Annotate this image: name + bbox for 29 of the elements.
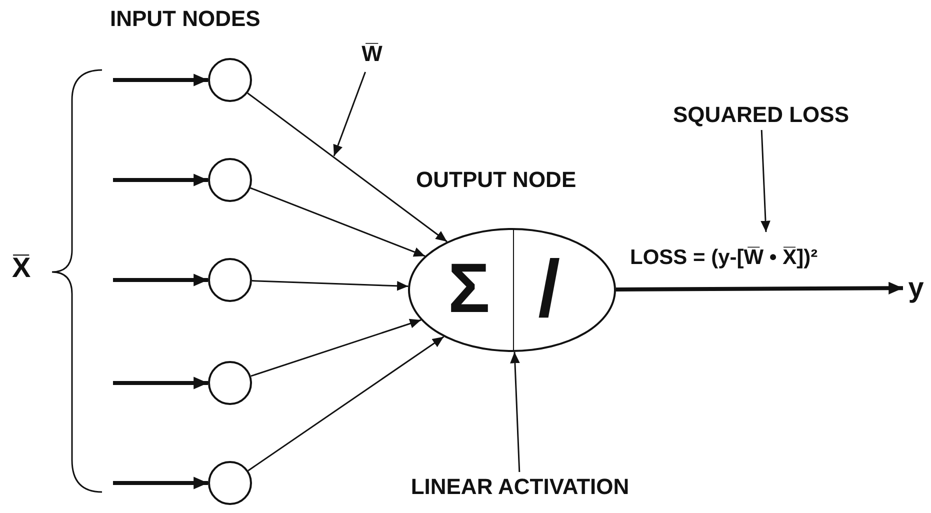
arrow — [247, 92, 448, 242]
sigma-symbol: Σ — [448, 248, 490, 328]
arrow — [250, 187, 426, 257]
output-label: y — [903, 270, 929, 306]
arrow — [252, 280, 408, 291]
input-node-circle — [208, 258, 252, 302]
input-arrow — [113, 174, 208, 186]
arrow — [616, 282, 903, 294]
input-arrow — [113, 376, 208, 390]
annotation-text: LINEAR ACTIVATION — [380, 472, 660, 502]
arrow — [248, 336, 444, 472]
annotation-text: SQUARED LOSS — [648, 100, 874, 130]
input-node-circle — [208, 158, 252, 202]
leader-line — [760, 130, 770, 232]
input-node-circle — [208, 461, 252, 505]
leader-line — [333, 72, 366, 156]
input-arrow — [113, 476, 208, 490]
input-node-circle — [208, 58, 252, 102]
weight-symbol: W̅ — [355, 36, 389, 72]
input-arrow — [113, 74, 208, 86]
input-arrow — [113, 274, 208, 286]
edge-label: LOSS = (y-[W̅ • X̅])² — [630, 246, 818, 270]
slash-symbol: / — [538, 244, 560, 334]
input-vector-symbol: X̅ — [12, 252, 31, 284]
arrow — [510, 352, 520, 472]
arrow — [250, 318, 422, 377]
group-label: INPUT NODES — [110, 6, 260, 32]
node-heading: OUTPUT NODE — [416, 167, 576, 193]
input-node-circle — [208, 361, 252, 405]
